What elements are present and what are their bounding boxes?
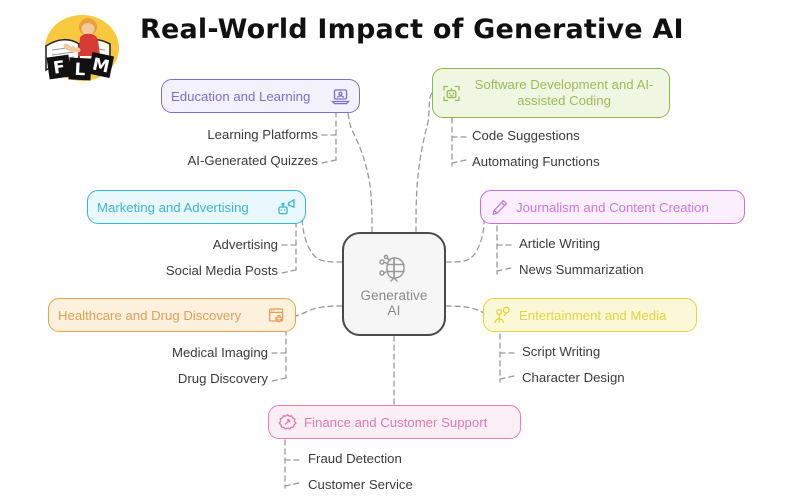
gear-settings-icon: [278, 413, 297, 432]
svg-text:M: M: [90, 54, 111, 77]
tick-software-1: [451, 159, 467, 164]
branch-journalism[interactable]: Journalism and Content Creation: [480, 190, 745, 224]
svg-text:F: F: [52, 57, 66, 78]
robot-scan-icon: [442, 84, 461, 103]
performer-mask-icon: [493, 306, 512, 325]
branch-journalism-label: Journalism and Content Creation: [516, 199, 709, 215]
tick-finance-1: [284, 482, 300, 487]
leaf-education-1: AI-Generated Quizzes: [187, 153, 318, 168]
leaf-journalism-1: News Summarization: [519, 262, 644, 277]
leaf-journalism-0: Article Writing: [519, 236, 601, 251]
pencil-icon: [490, 198, 509, 217]
tick-journalism-1: [496, 267, 512, 272]
leaf-finance-0: Fraud Detection: [308, 451, 402, 466]
leaf-entertainment-1: Character Design: [522, 370, 625, 385]
leaf-software-0: Code Suggestions: [472, 128, 580, 143]
page-title: Real-World Impact of Generative AI: [140, 14, 684, 45]
branch-finance[interactable]: Finance and Customer Support: [268, 405, 521, 439]
leaf-marketing-0: Advertising: [212, 237, 278, 252]
leaf-finance-1: Customer Service: [308, 477, 413, 492]
tick-entertainment-1: [499, 375, 515, 380]
leaf-education-0: Learning Platforms: [207, 127, 318, 142]
edge-center-healthcare: [295, 305, 343, 317]
edge-center-marketing: [301, 207, 343, 263]
medical-window-plus-icon: [267, 306, 286, 325]
leaf-healthcare-1: Drug Discovery: [177, 371, 268, 386]
presentation-laptop-icon: [330, 87, 351, 106]
branch-software-label: Software Development and AI-assisted Cod…: [474, 77, 654, 108]
branch-marketing[interactable]: Marketing and Advertising: [87, 190, 306, 224]
branch-education-label: Education and Learning: [171, 88, 311, 104]
edge-center-journalism: [445, 207, 485, 263]
leaf-healthcare-0: Medical Imaging: [171, 345, 268, 360]
svg-text:L: L: [74, 60, 86, 81]
tick-healthcare-1: [271, 377, 287, 382]
leaf-software-1: Automating Functions: [472, 154, 600, 169]
branch-healthcare-label: Healthcare and Drug Discovery: [58, 307, 242, 323]
branch-entertainment[interactable]: Entertainment and Media: [483, 298, 697, 332]
edge-center-education: [347, 97, 373, 233]
leaf-marketing-1: Social Media Posts: [165, 263, 278, 278]
branch-marketing-label: Marketing and Advertising: [97, 199, 249, 215]
ai-brain-circuit-icon: [377, 251, 411, 285]
leaf-entertainment-0: Script Writing: [522, 344, 601, 359]
branch-software[interactable]: Software Development and AI-assisted Cod…: [432, 68, 670, 118]
edge-center-software: [415, 92, 433, 233]
tick-marketing-1: [281, 269, 297, 274]
branch-finance-label: Finance and Customer Support: [304, 414, 488, 430]
branch-education[interactable]: Education and Learning: [161, 79, 360, 113]
tick-education-1: [321, 159, 337, 164]
branch-healthcare[interactable]: Healthcare and Drug Discovery: [48, 298, 296, 332]
flm-logo: F L M: [36, 10, 124, 88]
branch-entertainment-label: Entertainment and Media: [519, 307, 667, 323]
robot-megaphone-icon: [277, 198, 296, 217]
